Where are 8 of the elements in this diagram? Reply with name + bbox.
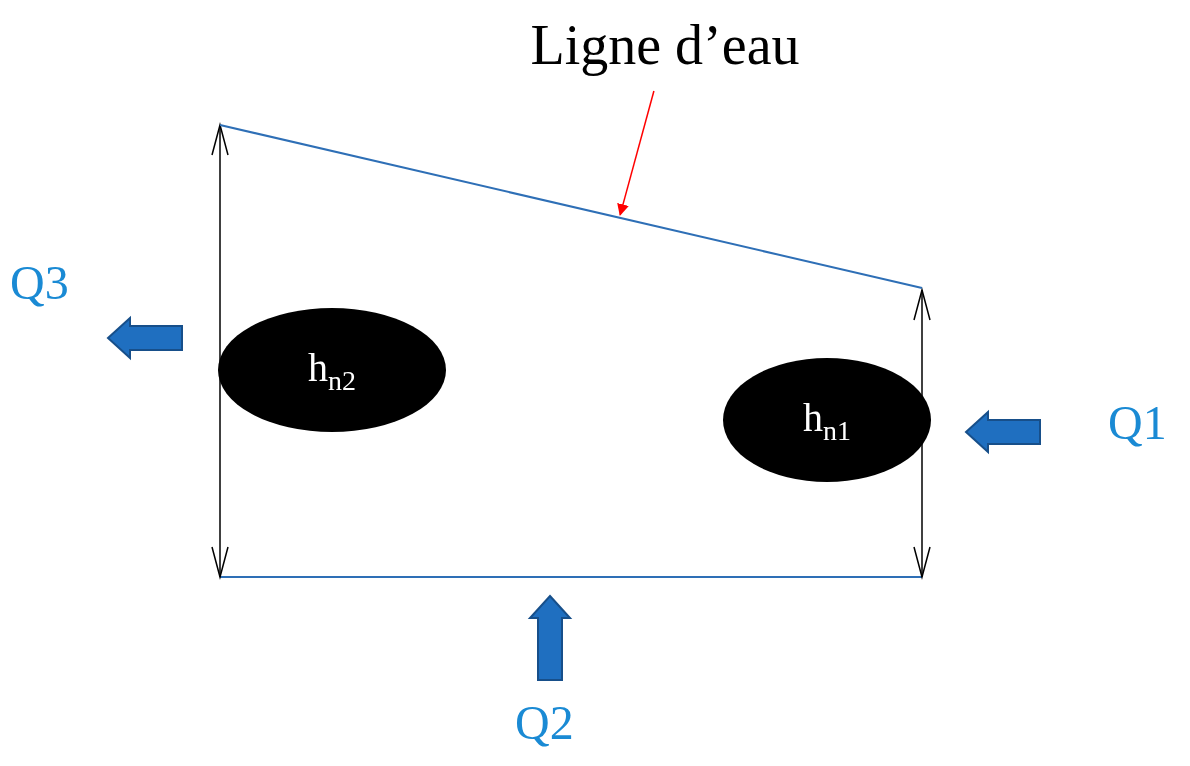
flow-label: Q2 [515, 695, 574, 750]
flow-label: Q3 [10, 255, 69, 310]
leader-line [617, 90, 655, 217]
water-line-label: Ligne d’eau [480, 5, 850, 85]
water-line [219, 124, 923, 289]
flow-label: Q1 [1108, 395, 1167, 450]
variable-label: h$_{n2}$ [308, 343, 356, 397]
variable-label: h$_{n1}$ [803, 393, 851, 447]
